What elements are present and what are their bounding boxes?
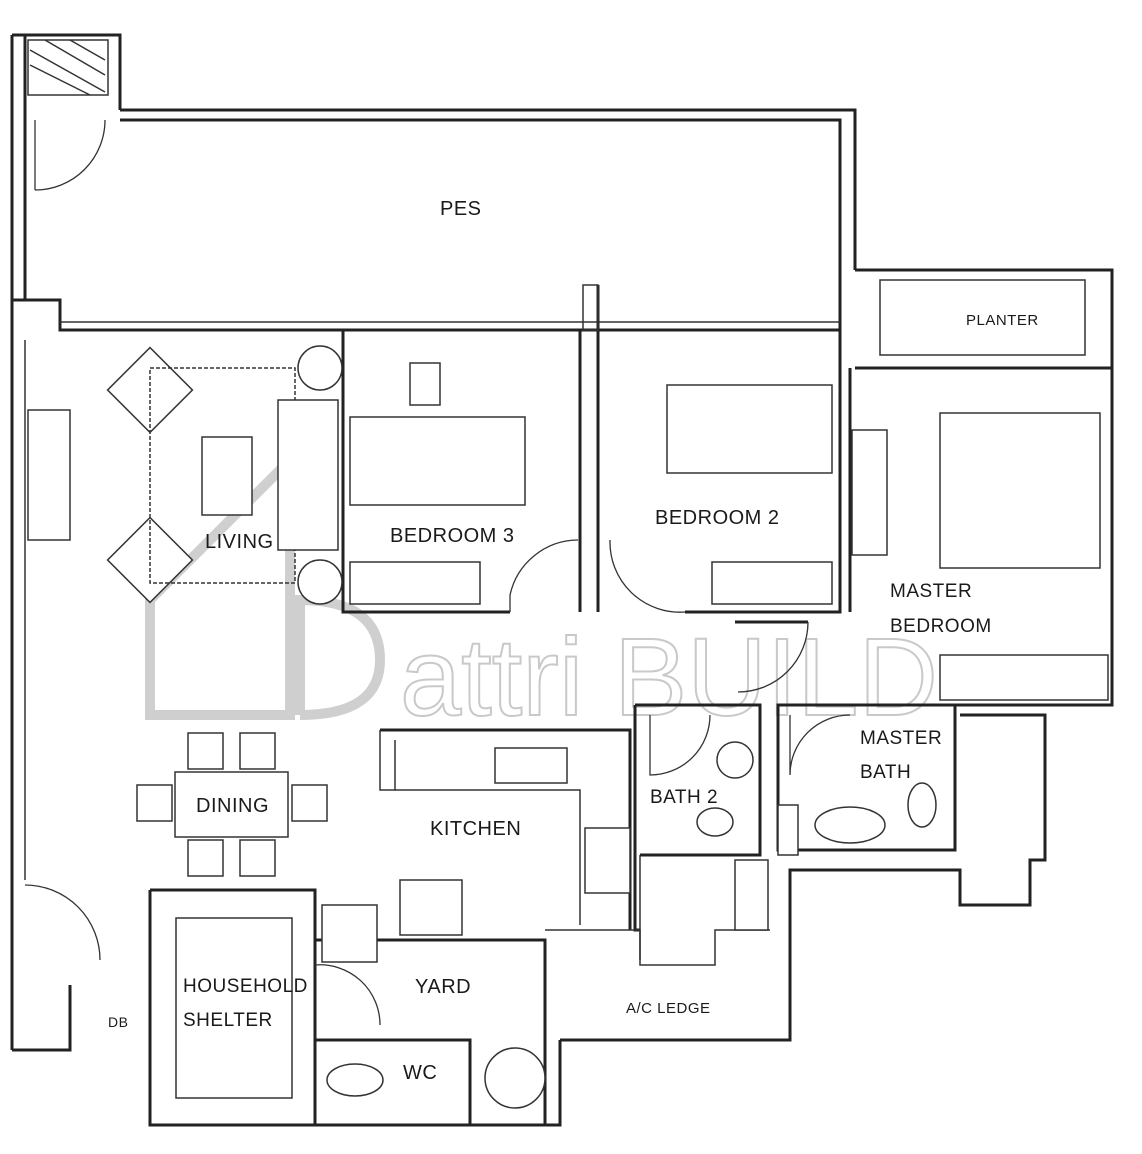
watermark-logo: attri BUILD: [145, 447, 939, 740]
furniture: [27, 39, 1109, 1109]
room-labels: PES PLANTER LIVING BEDROOM 3 BEDROOM 2 M…: [108, 198, 1039, 1084]
label-household-line1: HOUSEHOLD: [183, 976, 308, 997]
interior-walls: [315, 284, 1112, 1125]
label-planter: PLANTER: [966, 312, 1039, 329]
label-master-bath-line1: MASTER: [860, 728, 942, 749]
label-yard: YARD: [415, 976, 471, 998]
label-master-bedroom-line2: BEDROOM: [890, 616, 992, 637]
label-living: LIVING: [205, 531, 274, 553]
outer-walls: [10, 33, 1114, 1127]
label-bedroom-3: BEDROOM 3: [390, 525, 515, 547]
label-db: DB: [108, 1014, 128, 1030]
label-bedroom-2: BEDROOM 2: [655, 507, 780, 529]
doors: [24, 119, 851, 1026]
label-ac-ledge: A/C LEDGE: [626, 1000, 711, 1017]
label-master-bedroom-line1: MASTER: [890, 581, 972, 602]
label-bath-2: BATH 2: [650, 787, 718, 808]
label-kitchen: KITCHEN: [430, 818, 521, 840]
watermark-text: attri BUILD: [400, 616, 938, 739]
label-dining: DINING: [196, 795, 269, 817]
label-master-bath-line2: BATH: [860, 762, 911, 783]
label-pes: PES: [440, 198, 482, 220]
label-wc: WC: [403, 1062, 437, 1084]
label-household-line2: SHELTER: [183, 1010, 273, 1031]
